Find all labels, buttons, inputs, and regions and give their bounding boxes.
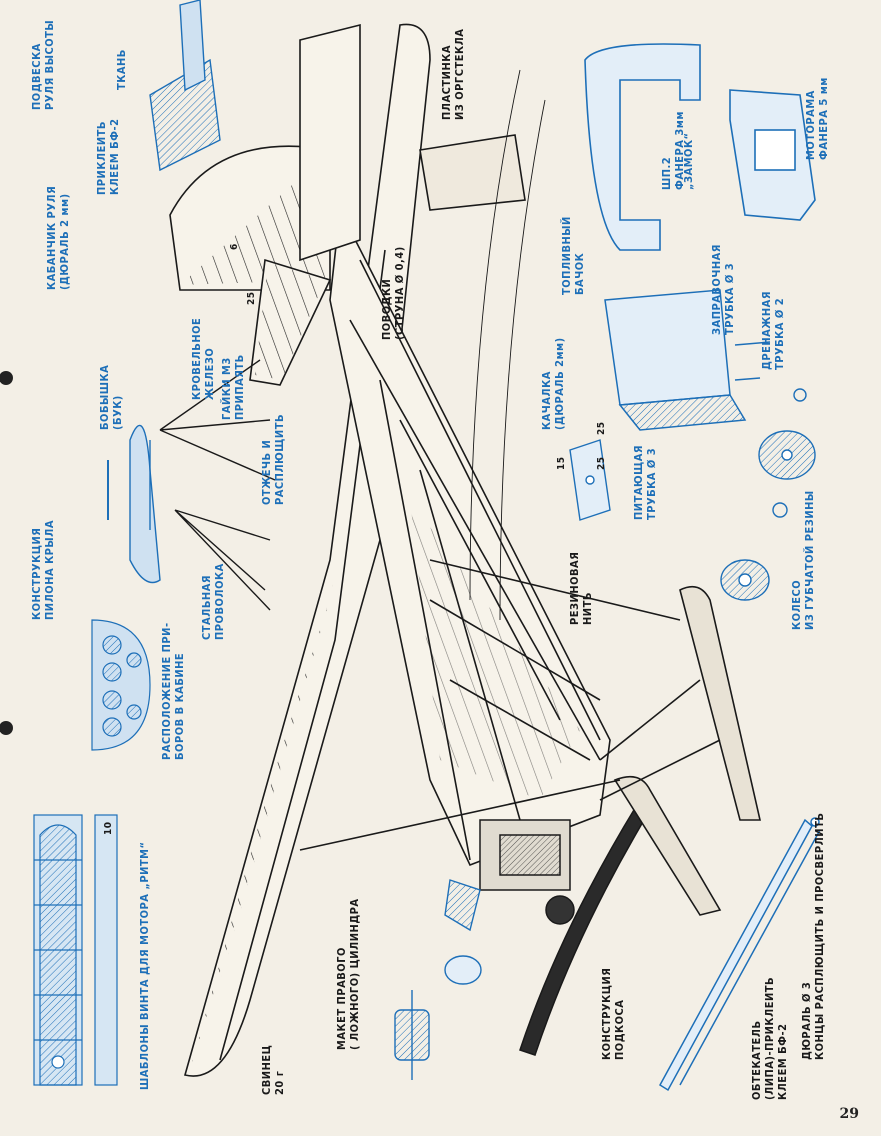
fuel-tank [604,289,771,431]
cylinder-mockup [394,879,482,1080]
label-rubber-thread: РЕЗИНОВАЯ НИТЬ [568,551,594,625]
skis [299,559,762,916]
label-propeller-templates: ШАБЛОНЫ ВИНТА ДЛЯ МОТОРА „РИТМ“ [138,841,151,1090]
engine [479,798,651,1056]
bellcrank [569,439,611,521]
propeller-templates [33,814,118,1086]
label-bellcrank: КАЧАЛКА (ДЮРАЛЬ 2мм) [540,337,566,430]
binder-hole [0,721,13,735]
label-anneal: ОТЖЕЧЬ И РАСПЛЮЩИТЬ [260,414,286,505]
dim-15: 15 [556,456,567,470]
label-lock: „ЗАМОК“ [682,132,695,190]
label-filler-tube: ЗАПРАВОЧНАЯ ТРУБКА Ø 3 [710,244,736,335]
label-steel-wire: СТАЛЬНАЯ ПРОВОЛОКА [200,563,226,640]
wheel-parts [720,388,816,601]
label-instruments: РАСПОЛОЖЕНИЕ ПРИ- БОРОВ В КАБИНЕ [160,622,186,760]
label-leads: ПОВОДКИ (СТРУНА Ø 0,4) [380,246,406,340]
frame-motor-mount [584,43,816,251]
label-glue: ПРИКЛЕИТЬ КЛЕЕМ БФ-2 [95,118,121,195]
elevator-hinge [149,0,221,172]
label-boss: БОБЫШКА (БУК) [98,364,124,430]
strut-construction [659,817,821,1092]
dim-6: 6 [229,243,240,250]
label-nuts: ГАЙКИ М3 ПРИПАЯТЬ [220,354,246,420]
label-dural: ДЮРАЛЬ Ø 3 КОНЦЫ РАСПЛЮЩИТЬ И ПРОСВЕРЛИТ… [800,812,826,1060]
tail [169,23,526,386]
dim-25: 25 [246,291,257,305]
pylon-construction [107,359,276,611]
label-plexi-plate: ПЛАСТИНКА ИЗ ОРГСТЕКЛА [440,28,466,120]
dim-10: 10 [103,821,114,835]
label-roof-iron: КРОВЕЛЬНОЕ ЖЕЛЕЗО [190,317,216,400]
label-pylon: КОНСТРУКЦИЯ ПИЛОНА КРЫЛА [30,519,56,620]
label-fairing: ОБТЕКАТЕЛЬ (ЛИПА)-ПРИКЛЕИТЬ КЛЕЕМ БФ-2 [750,976,789,1100]
label-motor-mount: МОТОРАМА ФАНЕРА 5 мм [804,77,830,160]
label-fabric: ТКАНЬ [115,49,128,90]
dim-25c: 25 [596,421,607,435]
label-cylinder-mockup: МАКЕТ ПРАВОГО ( ЛОЖНОГО) ЦИЛИНДРА [335,898,361,1050]
label-wheel: КОЛЕСО ИЗ ГУБЧАТОЙ РЕЗИНЫ [790,490,816,630]
binder-hole [0,371,13,385]
instrument-panel [91,619,151,751]
label-fuel-tank: ТОПЛИВНЫЙ БАЧОК [560,216,586,295]
label-elevator-hinge: ПОДВЕСКА РУЛЯ ВЫСОТЫ [30,19,56,110]
dim-25b: 25 [596,456,607,470]
label-feed-tube: ПИТАЮЩАЯ ТРУБКА Ø 3 [632,445,658,520]
fuselage [329,207,611,867]
label-lead-weight: СВИНЕЦ 20 г [260,1044,286,1095]
control-lines [469,69,546,621]
label-rudder-horn: КАБАНЧИК РУЛЯ (ДЮРАЛЬ 2 мм) [45,185,71,290]
page-number: 29 [839,1106,859,1122]
label-strut: КОНСТРУКЦИЯ ПОДКОСА [600,967,626,1060]
label-drain-tube: ДРЕНАЖНАЯ ТРУБКА Ø 2 [760,291,786,370]
